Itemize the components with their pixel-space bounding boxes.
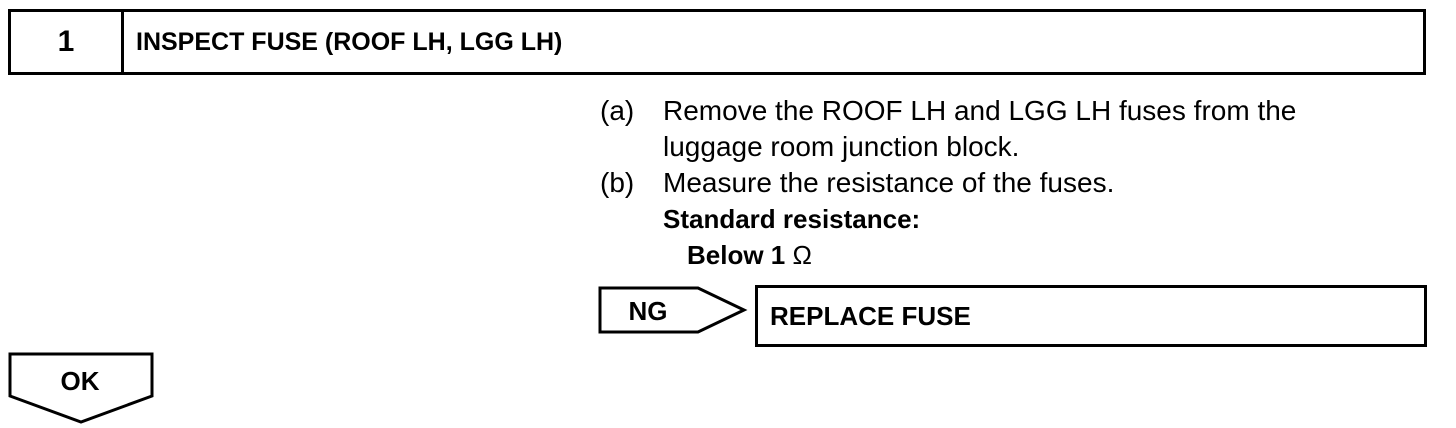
step-number: 1 xyxy=(11,12,124,72)
instruction-line: luggage room junction block. xyxy=(663,131,1020,162)
standard-value-number: Below 1 xyxy=(687,240,786,270)
instruction-b: (b) Measure the resistance of the fuses. xyxy=(600,165,1296,201)
instruction-marker: (a) xyxy=(600,95,635,126)
instruction-marker: (b) xyxy=(600,167,635,198)
instruction-text: Remove the ROOF LH and LGG LH fuses from… xyxy=(663,93,1296,165)
ng-label: NG xyxy=(628,296,668,326)
ok-label: OK xyxy=(60,366,100,396)
standard-value: Below 1 Ω xyxy=(687,237,1296,273)
ng-arrow-icon xyxy=(598,286,748,334)
ok-down-arrow-icon xyxy=(8,352,154,424)
ohm-unit: Ω xyxy=(792,240,812,270)
instructions: (a) Remove the ROOF LH and LGG LH fuses … xyxy=(600,93,1296,273)
step-title: INSPECT FUSE (ROOF LH, LGG LH) xyxy=(136,27,563,56)
instruction-a: (a) Remove the ROOF LH and LGG LH fuses … xyxy=(600,93,1296,165)
instruction-line: Measure the resistance of the fuses. xyxy=(663,167,1115,198)
step-header: 1 INSPECT FUSE (ROOF LH, LGG LH) xyxy=(8,9,1426,75)
instruction-line: Remove the ROOF LH and LGG LH fuses from… xyxy=(663,95,1297,126)
replace-fuse-action: REPLACE FUSE xyxy=(755,285,1427,347)
standard-label: Standard resistance: xyxy=(663,204,921,234)
